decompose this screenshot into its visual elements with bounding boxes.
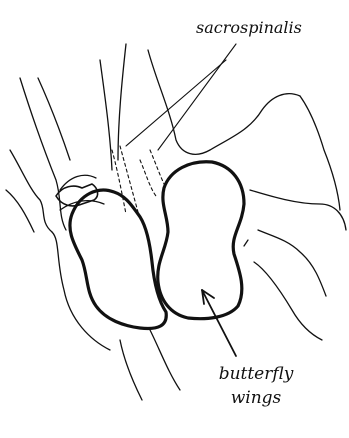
butterfly-wings-label: butterfly wings xyxy=(204,362,308,410)
butterfly-wings-label-line1: butterfly xyxy=(204,362,308,386)
right-wing-outline xyxy=(158,162,244,319)
sacrospinalis-label: sacrospinalis xyxy=(196,16,302,40)
butterfly-wings-pointer xyxy=(202,290,236,356)
spinous-process-sketch xyxy=(112,146,166,214)
butterfly-wings-label-line2: wings xyxy=(204,386,308,410)
left-wing-outline xyxy=(70,190,166,328)
sacrospinalis-pointer-lines xyxy=(126,44,236,150)
background-tissue-outline xyxy=(6,44,346,400)
